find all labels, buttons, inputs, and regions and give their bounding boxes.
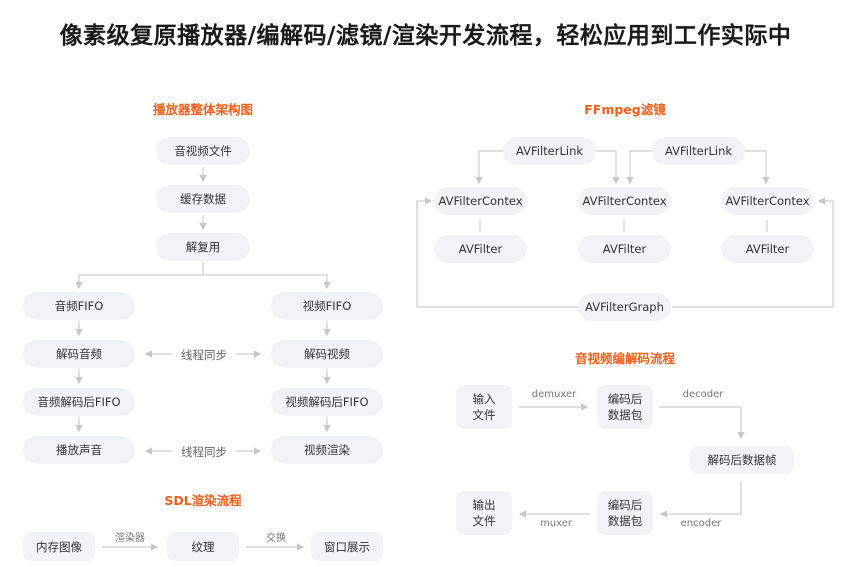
node-demux: 解复用 [156, 233, 250, 261]
node-decode-video: 解码视频 [271, 340, 383, 368]
codec-flow-heading: 音视频编解码流程 [574, 351, 675, 366]
node-input-file: 输入 文件 [456, 385, 512, 429]
node-filter-link-1: AVFilterLink [503, 137, 596, 165]
sdl-heading: SDL渲染流程 [164, 493, 242, 508]
ffmpeg-filter-heading: FFmpeg滤镜 [584, 102, 666, 117]
node-filter-ctx-3: AVFilterContex [721, 187, 814, 215]
node-decoded-frame: 解码后数据帧 [690, 446, 794, 474]
node-audio-fifo: 音频FIFO [23, 292, 135, 320]
node-output-file: 输出 文件 [456, 491, 512, 535]
sync-label: 线程同步 [181, 348, 227, 362]
node-memory-image: 内存图像 [23, 532, 95, 561]
node-packet-bottom: 编码后 数据包 [597, 491, 653, 535]
node-video-fifo: 视频FIFO [271, 292, 383, 320]
node-filter-ctx-2: AVFilterContex [578, 187, 671, 215]
edge-label-decoder: decoder [682, 389, 724, 400]
node-filter-link-2: AVFilterLink [652, 137, 745, 165]
node-packet-top: 编码后 数据包 [597, 385, 653, 429]
node-filter-1: AVFilter [434, 235, 527, 263]
page-title: 像素级复原播放器/编解码/滤镜/渲染开发流程，轻松应用到工作实际中 [59, 23, 792, 49]
player-arch-heading: 播放器整体架构图 [152, 102, 253, 117]
node-audio-decoded-fifo: 音频解码后FIFO [23, 388, 135, 416]
node-video-render: 视频渲染 [271, 436, 383, 464]
node-window-display: 窗口展示 [311, 532, 383, 561]
sync-label: 线程同步 [181, 445, 227, 459]
edge-label-swap: 交换 [266, 533, 286, 544]
node-cache-data: 缓存数据 [156, 185, 250, 213]
node-filter-ctx-1: AVFilterContex [434, 187, 527, 215]
edge-label-demuxer: demuxer [531, 389, 577, 400]
node-video-decoded-fifo: 视频解码后FIFO [271, 388, 383, 416]
node-decode-audio: 解码音频 [23, 340, 135, 368]
node-filter-graph: AVFilterGraph [578, 293, 671, 321]
node-av-file: 音视频文件 [156, 137, 250, 165]
edge-label-encoder: encoder [680, 518, 722, 529]
edge-label-muxer: muxer [540, 518, 572, 529]
node-filter-2: AVFilter [578, 235, 671, 263]
edge-label-renderer: 渲染器 [115, 533, 145, 544]
node-play-sound: 播放声音 [23, 436, 135, 464]
node-filter-3: AVFilter [721, 235, 814, 263]
node-texture: 纹理 [167, 532, 239, 561]
